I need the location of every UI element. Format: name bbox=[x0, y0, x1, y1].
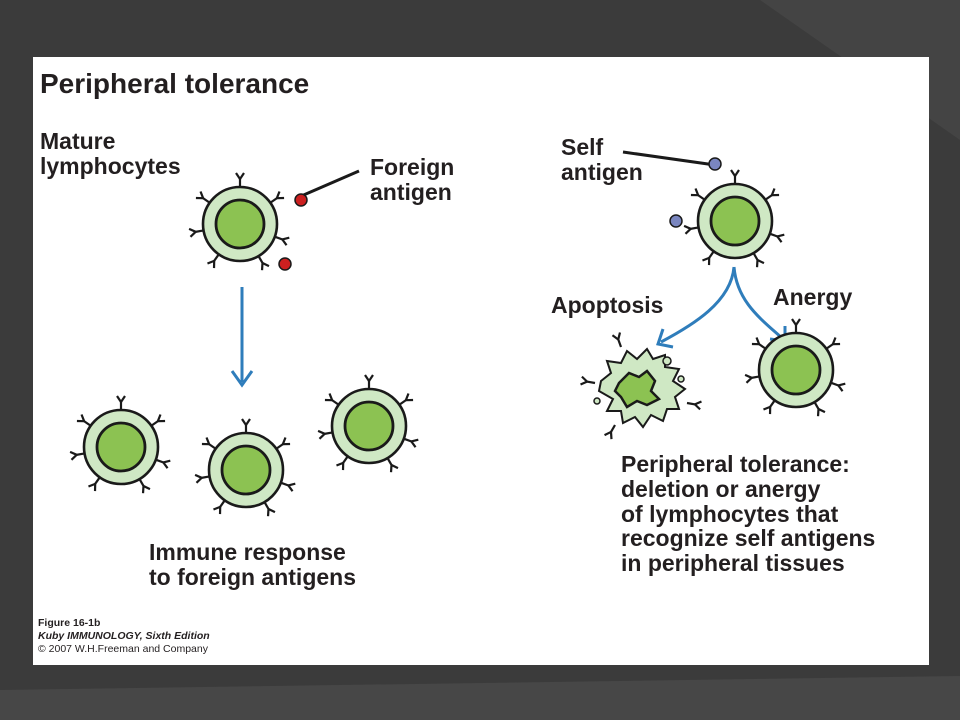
figure-title: Peripheral tolerance bbox=[40, 68, 310, 99]
anergy-arrow bbox=[732, 266, 785, 341]
clone-cell-2 bbox=[195, 419, 295, 516]
anergic-cell bbox=[745, 319, 845, 416]
label-peripheral-summary: Peripheral tolerance: deletion or anergy… bbox=[621, 451, 876, 577]
label-foreign-antigen: Foreign antigen bbox=[370, 154, 455, 205]
self-reactive-lymphocyte-cell bbox=[684, 170, 784, 267]
figure-caption: Figure 16-1b Kuby IMMUNOLOGY, Sixth Edit… bbox=[38, 617, 210, 656]
self-antigen-dot bbox=[669, 214, 683, 228]
mature-lymphocyte-cell bbox=[189, 173, 289, 270]
label-self-antigen: Self antigen bbox=[561, 134, 643, 185]
label-apoptosis: Apoptosis bbox=[551, 292, 664, 318]
foreign-antigen-pointer bbox=[298, 169, 360, 199]
figure-panel: Peripheral tolerance Mature lymphocytes … bbox=[33, 57, 929, 665]
self-antigen-dot bbox=[708, 157, 722, 171]
caption-copyright: © 2007 W.H.Freeman and Company bbox=[38, 643, 208, 656]
apoptotic-cell bbox=[579, 331, 703, 441]
caption-figure-number: Figure 16-1b bbox=[38, 617, 101, 629]
clone-cell-3 bbox=[318, 375, 418, 472]
label-immune-response: Immune response to foreign antigens bbox=[149, 539, 356, 590]
apoptosis-arrow-head bbox=[656, 328, 674, 349]
label-mature-lymphocytes: Mature lymphocytes bbox=[40, 128, 181, 179]
foreign-antigen-dot bbox=[294, 193, 308, 207]
clone-cell-1 bbox=[70, 396, 170, 493]
caption-book-title: Kuby IMMUNOLOGY, Sixth Edition bbox=[38, 630, 210, 643]
apoptosis-arrow bbox=[660, 266, 736, 344]
diagram-art bbox=[33, 150, 929, 665]
down-arrow-head bbox=[230, 370, 254, 388]
self-antigen-pointer bbox=[622, 150, 716, 167]
foreign-antigen-dot bbox=[278, 257, 292, 271]
label-anergy: Anergy bbox=[773, 284, 853, 310]
